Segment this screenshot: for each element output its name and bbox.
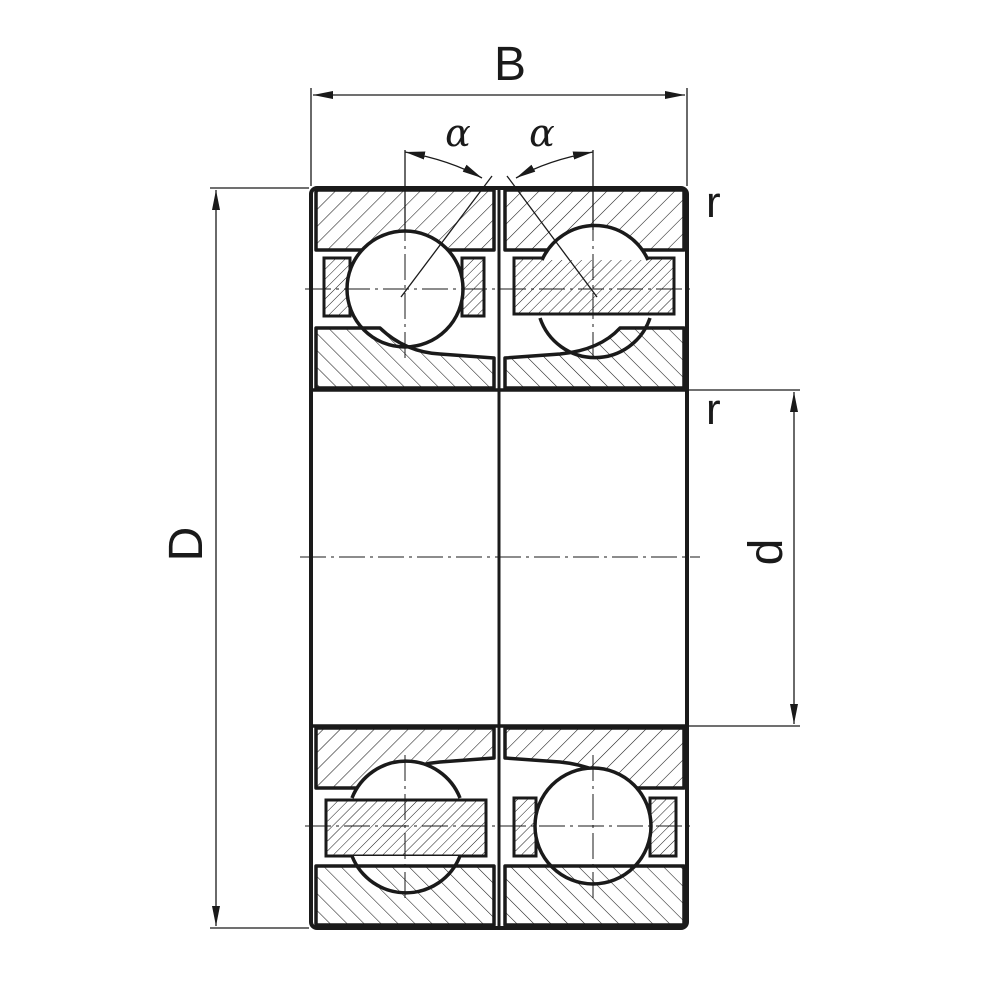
top-section (314, 188, 686, 390)
label-alpha-right: α (529, 111, 555, 155)
label-r-top: r (706, 178, 721, 227)
cage-bottom-right-outer (648, 796, 678, 858)
dimension-lines (210, 88, 800, 929)
label-r-bore: r (706, 385, 721, 434)
center-lines (300, 215, 700, 900)
label-bore-diameter: d (740, 539, 793, 566)
outer-ring-bottom-right (503, 864, 686, 927)
label-b: B (494, 38, 526, 91)
cage-bottom-right-inner (512, 796, 538, 858)
label-outer-diameter: D (160, 527, 213, 562)
contact-angle-lines (400, 150, 598, 298)
label-alpha-left: α (445, 111, 471, 155)
cage-top-right (512, 256, 676, 316)
cage-bottom-left (324, 798, 488, 858)
inner-ring-top-right (503, 326, 686, 390)
cage-top-left-inner (460, 256, 486, 318)
outer-ring-top-right (503, 188, 686, 252)
